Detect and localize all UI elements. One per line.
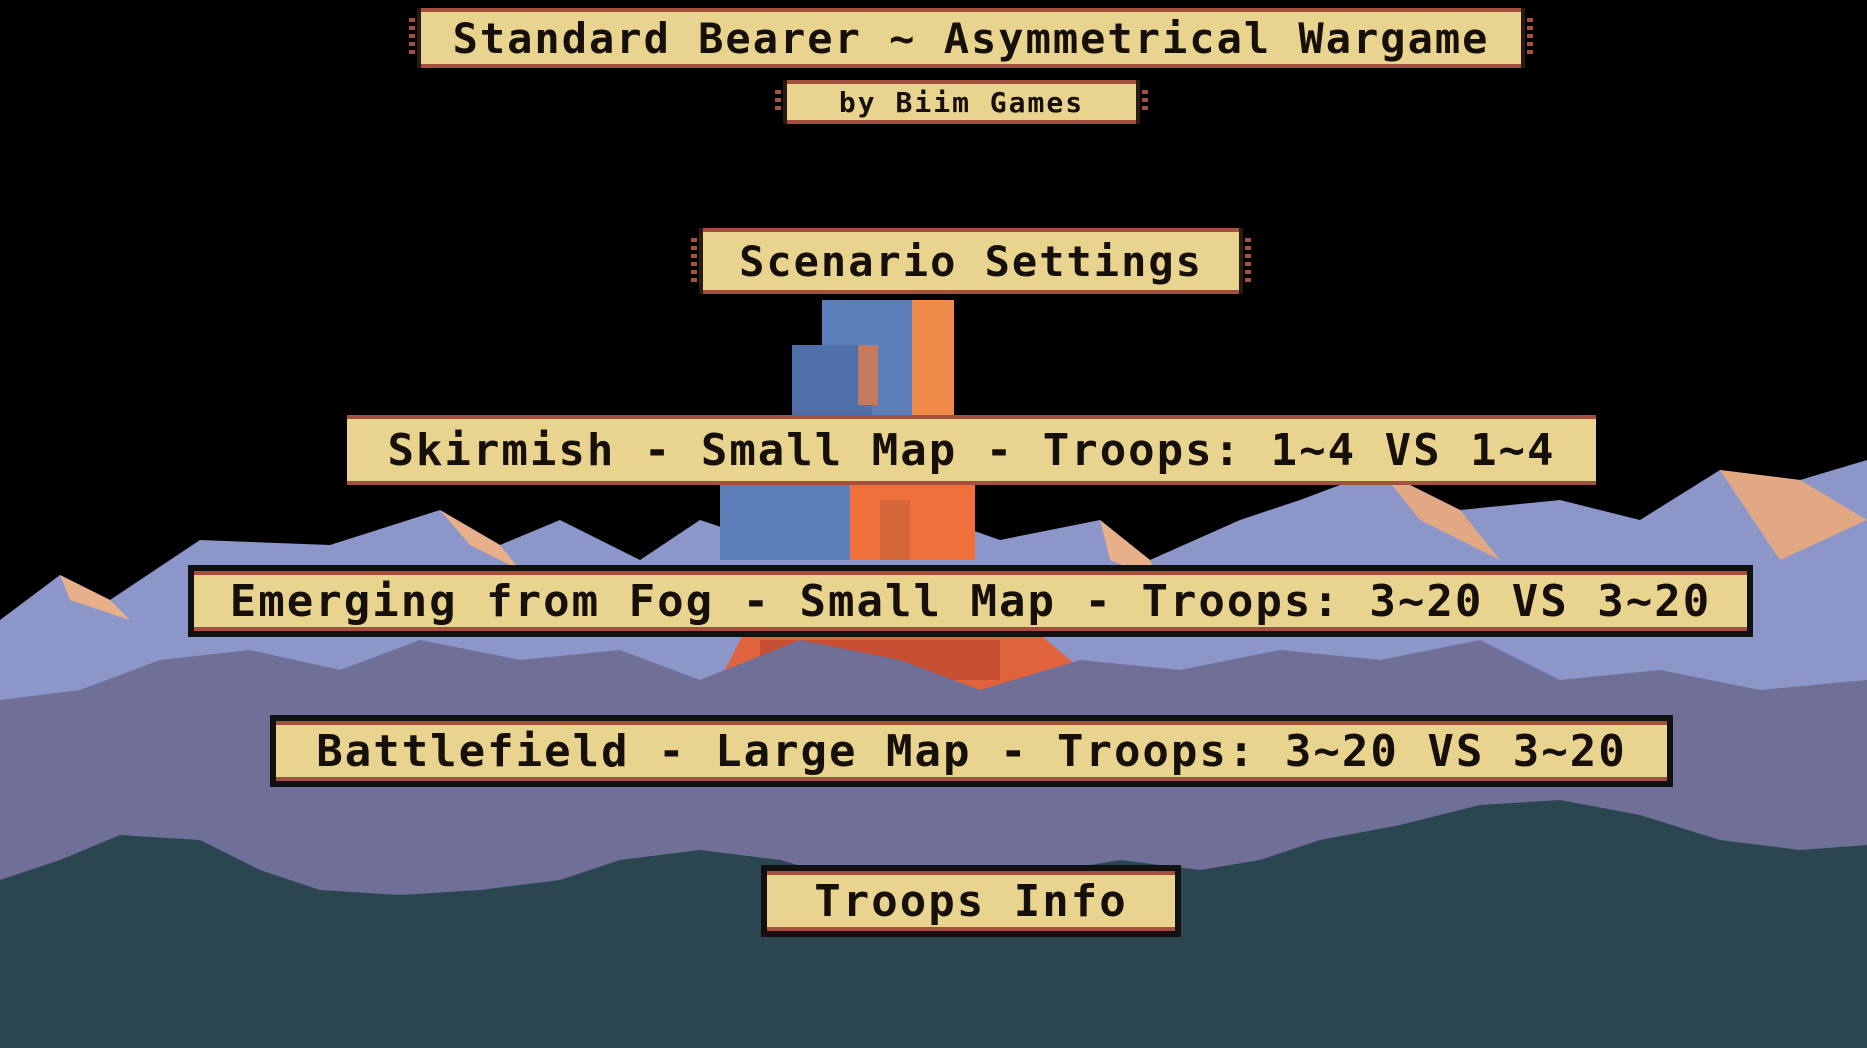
developer-credit-text: by Biim Games <box>838 85 1085 119</box>
emerging-from-fog-button[interactable]: Emerging from Fog - Small Map - Troops: … <box>188 565 1753 637</box>
skirmish-button[interactable]: Skirmish - Small Map - Troops: 1~4 VS 1~… <box>347 419 1596 481</box>
game-title-text: Standard Bearer ~ Asymmetrical Wargame <box>452 13 1490 63</box>
mountain-sunlit-4 <box>1720 470 1867 560</box>
troops-info-button-label: Troops Info <box>814 875 1128 927</box>
battlefield-button[interactable]: Battlefield - Large Map - Troops: 3~20 V… <box>270 715 1673 787</box>
mountain-sunlit-3 <box>1380 470 1500 560</box>
skirmish-button-label: Skirmish - Small Map - Troops: 1~4 VS 1~… <box>387 424 1556 476</box>
emerging-from-fog-button-label: Emerging from Fog - Small Map - Troops: … <box>229 575 1712 627</box>
troops-info-button[interactable]: Troops Info <box>761 865 1181 937</box>
mountain-sunlit-2 <box>440 510 520 570</box>
game-title: Standard Bearer ~ Asymmetrical Wargame <box>409 8 1533 68</box>
mountain-sunlit-1 <box>60 575 130 620</box>
scenario-settings-heading-text: Scenario Settings <box>739 236 1203 286</box>
scenario-settings-heading: Scenario Settings <box>691 228 1251 294</box>
developer-credit: by Biim Games <box>775 80 1148 124</box>
battlefield-button-label: Battlefield - Large Map - Troops: 3~20 V… <box>316 725 1627 777</box>
